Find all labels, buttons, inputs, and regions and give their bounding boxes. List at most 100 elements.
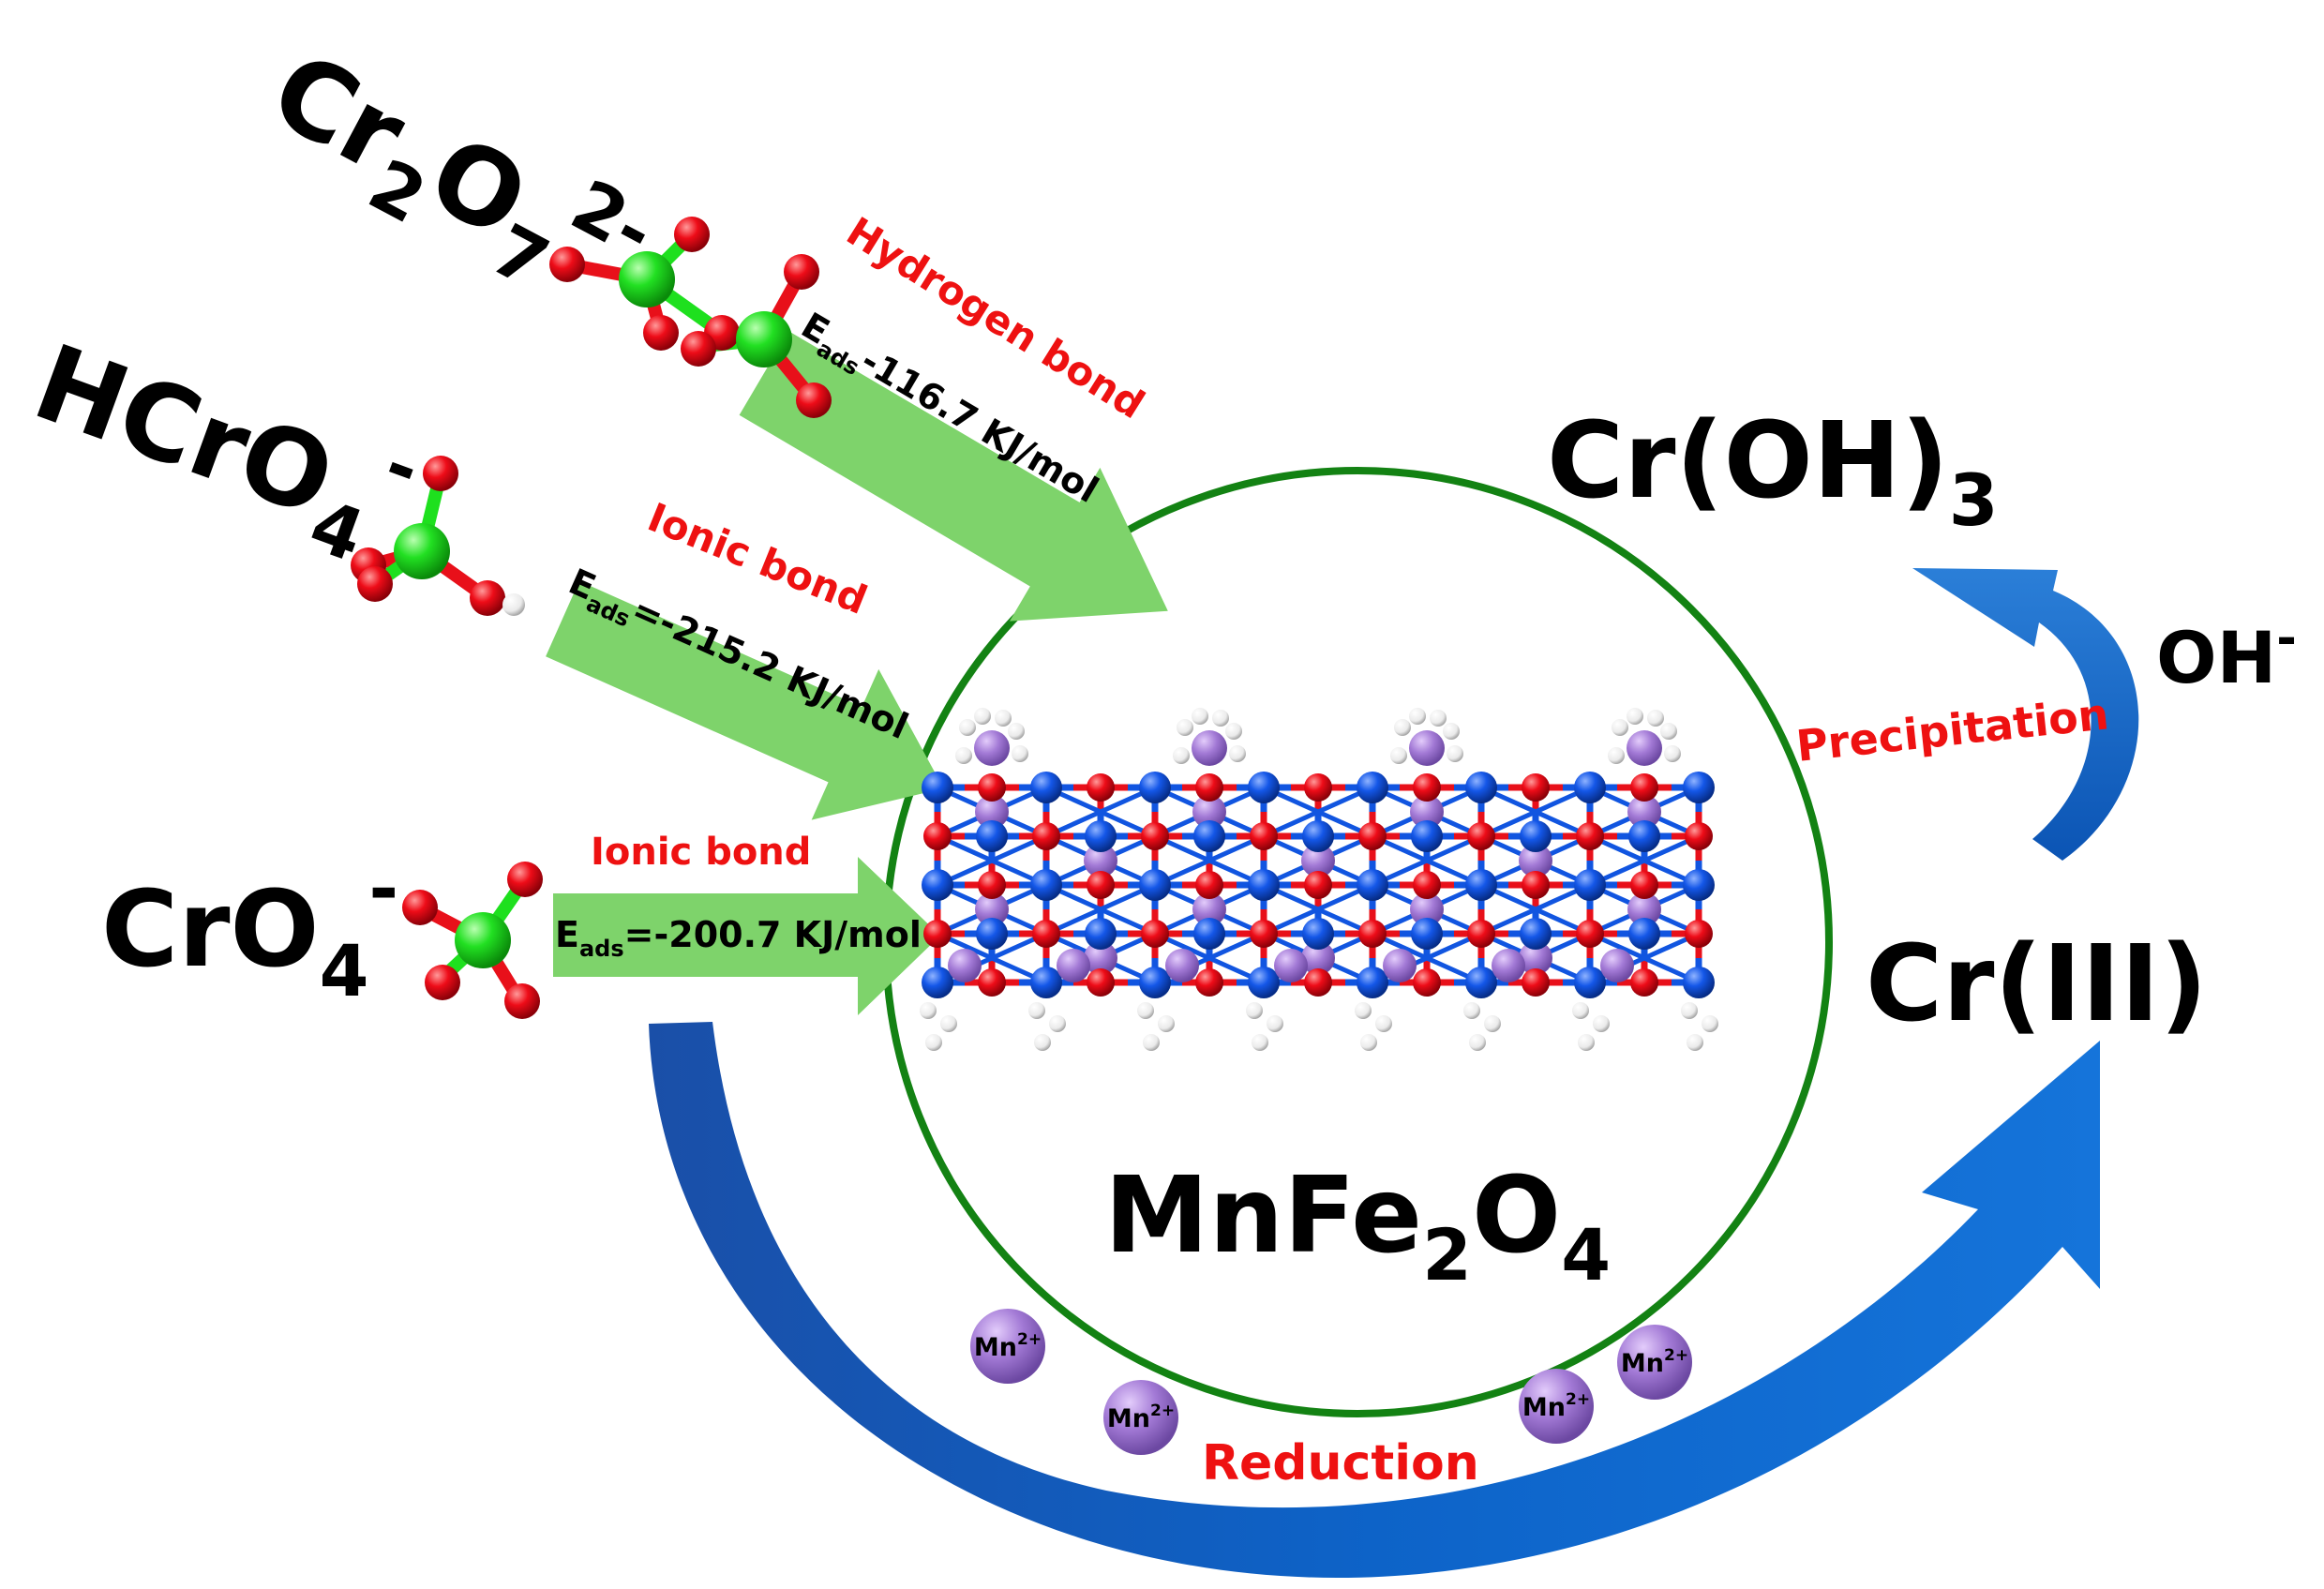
fe-atom xyxy=(1193,918,1225,950)
mn-atom xyxy=(1627,795,1661,829)
fe-atom xyxy=(1302,918,1334,950)
h-atom xyxy=(1137,1002,1154,1019)
fe-atom xyxy=(1248,967,1280,998)
mn-atom xyxy=(1600,949,1634,982)
h-atom xyxy=(1143,1034,1160,1051)
o-atom xyxy=(1685,920,1713,948)
fe-atom xyxy=(1357,967,1388,998)
fe-atom xyxy=(1520,918,1552,950)
h-atom xyxy=(920,1002,937,1019)
o-atom xyxy=(1195,968,1223,997)
mn-atom xyxy=(975,892,1009,926)
h-atom xyxy=(1028,1002,1045,1019)
o-atom xyxy=(1576,920,1604,948)
h-atom xyxy=(1390,747,1407,764)
h-atom xyxy=(1430,710,1447,727)
mn-atom xyxy=(1519,844,1552,877)
label-chromate: CrO4- xyxy=(101,847,398,1012)
mn-atom xyxy=(1084,844,1117,877)
mn-atom xyxy=(948,949,982,982)
fe-atom xyxy=(1574,869,1606,901)
h-atom xyxy=(1443,723,1460,740)
h-atom xyxy=(1447,745,1463,762)
fe-atom xyxy=(1030,772,1062,803)
o-atom xyxy=(1630,773,1658,802)
fe-atom xyxy=(1248,869,1280,901)
h-atom xyxy=(1034,1034,1051,1051)
fe-atom xyxy=(922,772,953,803)
h-atom xyxy=(1192,708,1208,725)
h-atom xyxy=(995,710,1012,727)
precipitation-label: Precipitation xyxy=(1794,688,2111,772)
fe-atom xyxy=(1139,869,1171,901)
label-hydroxide: OH- xyxy=(2156,610,2297,699)
svg-text:Mn2+: Mn2+ xyxy=(1621,1346,1688,1378)
o-atom xyxy=(923,920,952,948)
o-atom xyxy=(1413,871,1441,899)
fe-atom xyxy=(1628,918,1660,950)
fe-atom xyxy=(1683,772,1715,803)
h-atom xyxy=(1177,719,1193,736)
h-atom xyxy=(1049,1015,1066,1032)
lattice-bond xyxy=(1479,882,1592,937)
mn-atom xyxy=(1274,949,1308,982)
lattice-bond xyxy=(1153,833,1266,888)
fe-atom xyxy=(1465,967,1497,998)
label-dichromate: Cr2O72- xyxy=(252,29,667,305)
o-atom xyxy=(1467,920,1495,948)
mn-atom xyxy=(975,795,1009,829)
h-atom xyxy=(1687,1034,1703,1051)
o-atom xyxy=(1630,871,1658,899)
h-atom xyxy=(925,1034,942,1051)
mn-atom xyxy=(1301,844,1335,877)
lattice-bond xyxy=(1262,882,1374,937)
o-atom xyxy=(1413,968,1441,997)
h-atom xyxy=(940,1015,957,1032)
fe-atom xyxy=(976,820,1008,852)
mn-atom xyxy=(1519,941,1552,975)
h-atom xyxy=(1360,1034,1377,1051)
h-atom xyxy=(974,708,991,725)
o-atom xyxy=(1304,968,1332,997)
adsorption-arrow-chromate xyxy=(553,857,940,1015)
mn-atom xyxy=(1057,949,1090,982)
h-atom xyxy=(1660,723,1677,740)
bond-label-chromate: Ionic bond xyxy=(591,831,811,874)
h-atom xyxy=(1008,723,1025,740)
svg-text:Mn2+: Mn2+ xyxy=(1522,1390,1590,1422)
fe-atom xyxy=(1085,820,1117,852)
h-atom xyxy=(959,719,976,736)
o-atom xyxy=(1413,773,1441,802)
fe-atom xyxy=(1683,869,1715,901)
mn-atom xyxy=(1410,892,1444,926)
h-atom xyxy=(1627,708,1643,725)
o-atom xyxy=(923,822,952,850)
reduction-arrow xyxy=(649,1022,2100,1579)
o-atom xyxy=(1087,871,1115,899)
o-atom xyxy=(978,773,1006,802)
lattice-bond xyxy=(1588,833,1701,888)
o-atom xyxy=(1087,773,1115,802)
o-atom xyxy=(1250,920,1278,948)
label-hydrogen-chromate: HCrO4- xyxy=(12,301,431,589)
lattice-bond xyxy=(1044,785,1157,839)
mn-atom xyxy=(974,730,1010,766)
mn-ion: Mn2+ xyxy=(1103,1380,1178,1455)
reduction-label: Reduction xyxy=(1202,1435,1479,1492)
svg-text:HCrO4-: HCrO4- xyxy=(12,301,431,589)
fe-atom xyxy=(1030,869,1062,901)
h-atom xyxy=(1355,1002,1372,1019)
o-atom xyxy=(1250,822,1278,850)
h-atom xyxy=(1252,1034,1268,1051)
crystal-structure xyxy=(920,708,1718,1051)
h-atom xyxy=(1012,745,1028,762)
fe-atom xyxy=(1248,772,1280,803)
o-atom xyxy=(1467,822,1495,850)
mn-atom xyxy=(1084,941,1117,975)
fe-atom xyxy=(1085,918,1117,950)
fe-atom xyxy=(922,869,953,901)
o-atom xyxy=(1522,871,1550,899)
fe-atom xyxy=(1193,820,1225,852)
fe-atom xyxy=(1139,967,1171,998)
h-atom xyxy=(1394,719,1411,736)
